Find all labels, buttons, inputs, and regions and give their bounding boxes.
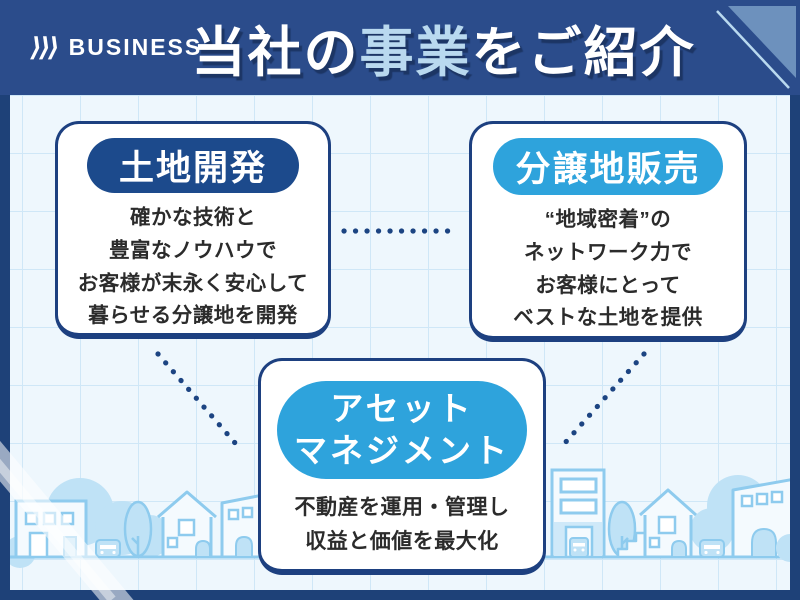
badge-land-development: 土地開発 [87,138,299,193]
badge-label: アセット [330,389,474,427]
card-lot-sales: 分譲地販売 “地域密着”の ネットワーク力で お客様にとって ベストな土地を提供 [469,121,747,342]
car-icon [699,539,725,558]
bush [776,534,790,562]
house-gable-2 [639,488,697,559]
body-line: 確かな技術と [130,206,256,229]
badge-label: 分譲地販売 [515,150,701,189]
title-highlight: 事業 [359,23,472,83]
badge-asset-management: アセット マネジメント [277,381,527,479]
building-slant-right [731,478,790,559]
house-gable [157,490,217,559]
card-body: 不動産を運用・管理し 収益と価値を最大化 [267,491,537,558]
oval-tree [123,500,153,558]
building-tall [550,468,606,559]
body-line: ベストな土地を提供 [513,306,703,330]
card-body: 確かな技術と 豊富なノウハウで お客様が末永く安心して 暮らせる分譲地を開発 [64,202,322,333]
body-line: お客様にとって [535,273,681,297]
building-slant-left [220,492,270,559]
badge-label: マネジメント [294,432,510,469]
title-post: をご紹介 [471,23,696,83]
kicker: ⟩⟩⟩ BUSINESS [27,0,203,95]
badge-label: 土地開発 [118,149,267,188]
badge-lot-sales: 分譲地販売 [493,138,723,195]
body-line: お客様が末永く安心して [77,271,309,295]
title-pre: 当社の [191,23,360,83]
body-line: 不動産を運用・管理し [294,496,510,519]
body-line: 収益と価値を最大化 [305,529,499,553]
card-asset-management: アセット マネジメント 不動産を運用・管理し 収益と価値を最大化 [258,358,546,575]
cityscape-illustration [10,468,790,568]
corner-triangle-decoration [716,6,796,89]
card-land-development: 土地開発 確かな技術と 豊富なノウハウで お客様が末永く安心して 暮らせる分譲地… [55,121,331,339]
body-line: “地域密着”の [544,208,672,231]
body-line: 豊富なノウハウで [109,238,277,262]
card-body: “地域密着”の ネットワーク力で お客様にとって ベストな土地を提供 [478,204,738,335]
header: ⟩⟩⟩ BUSINESS 当社の事業をご紹介 [0,0,800,95]
kicker-label: BUSINESS [68,34,203,60]
triple-chevron-icon: ⟩⟩⟩ [27,32,60,63]
page-title: 当社の事業をご紹介 [135,0,752,95]
body-line: 暮らせる分譲地を開発 [88,304,298,328]
car-icon [95,539,121,558]
body-line: ネットワーク力で [524,240,692,264]
